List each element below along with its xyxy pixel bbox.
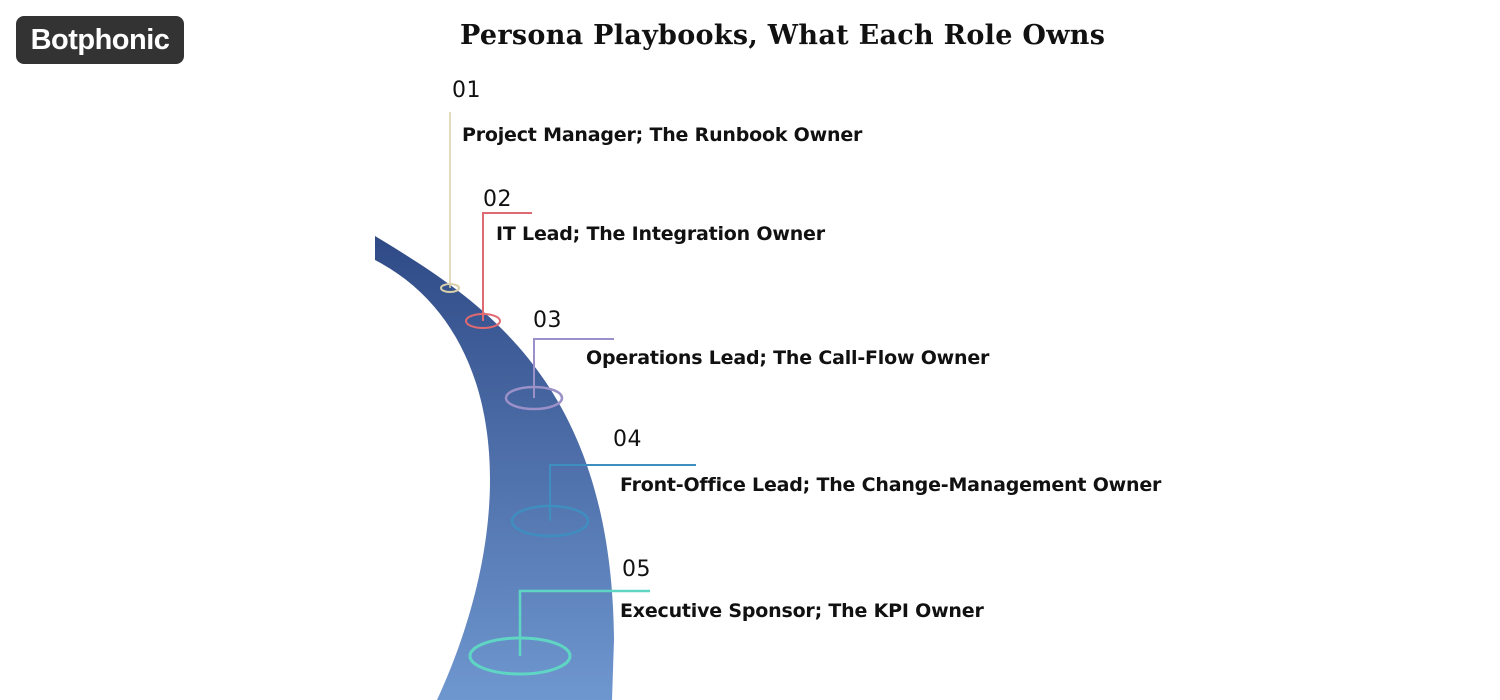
step-number-01: 01 [452, 78, 481, 103]
marker-05 [468, 589, 650, 676]
step-number-04: 04 [613, 427, 642, 452]
page-title: Persona Playbooks, What Each Role Owns [460, 20, 1106, 51]
step-number-03: 03 [533, 308, 562, 333]
botphonic-logo: Botphonic [16, 16, 184, 64]
step-label-05: Executive Sponsor; The KPI Owner [620, 600, 984, 622]
step-number-02: 02 [483, 187, 512, 212]
step-label-04: Front-Office Lead; The Change-Management… [620, 474, 1162, 496]
road-path [375, 236, 614, 700]
marker-04 [510, 464, 696, 538]
step-label-03: Operations Lead; The Call-Flow Owner [586, 347, 990, 369]
marker-03 [504, 338, 614, 411]
step-label-01: Project Manager; The Runbook Owner [462, 124, 863, 146]
step-label-02: IT Lead; The Integration Owner [496, 223, 825, 245]
step-number-05: 05 [622, 557, 651, 582]
marker-02 [465, 212, 532, 329]
marker-01 [440, 112, 460, 293]
